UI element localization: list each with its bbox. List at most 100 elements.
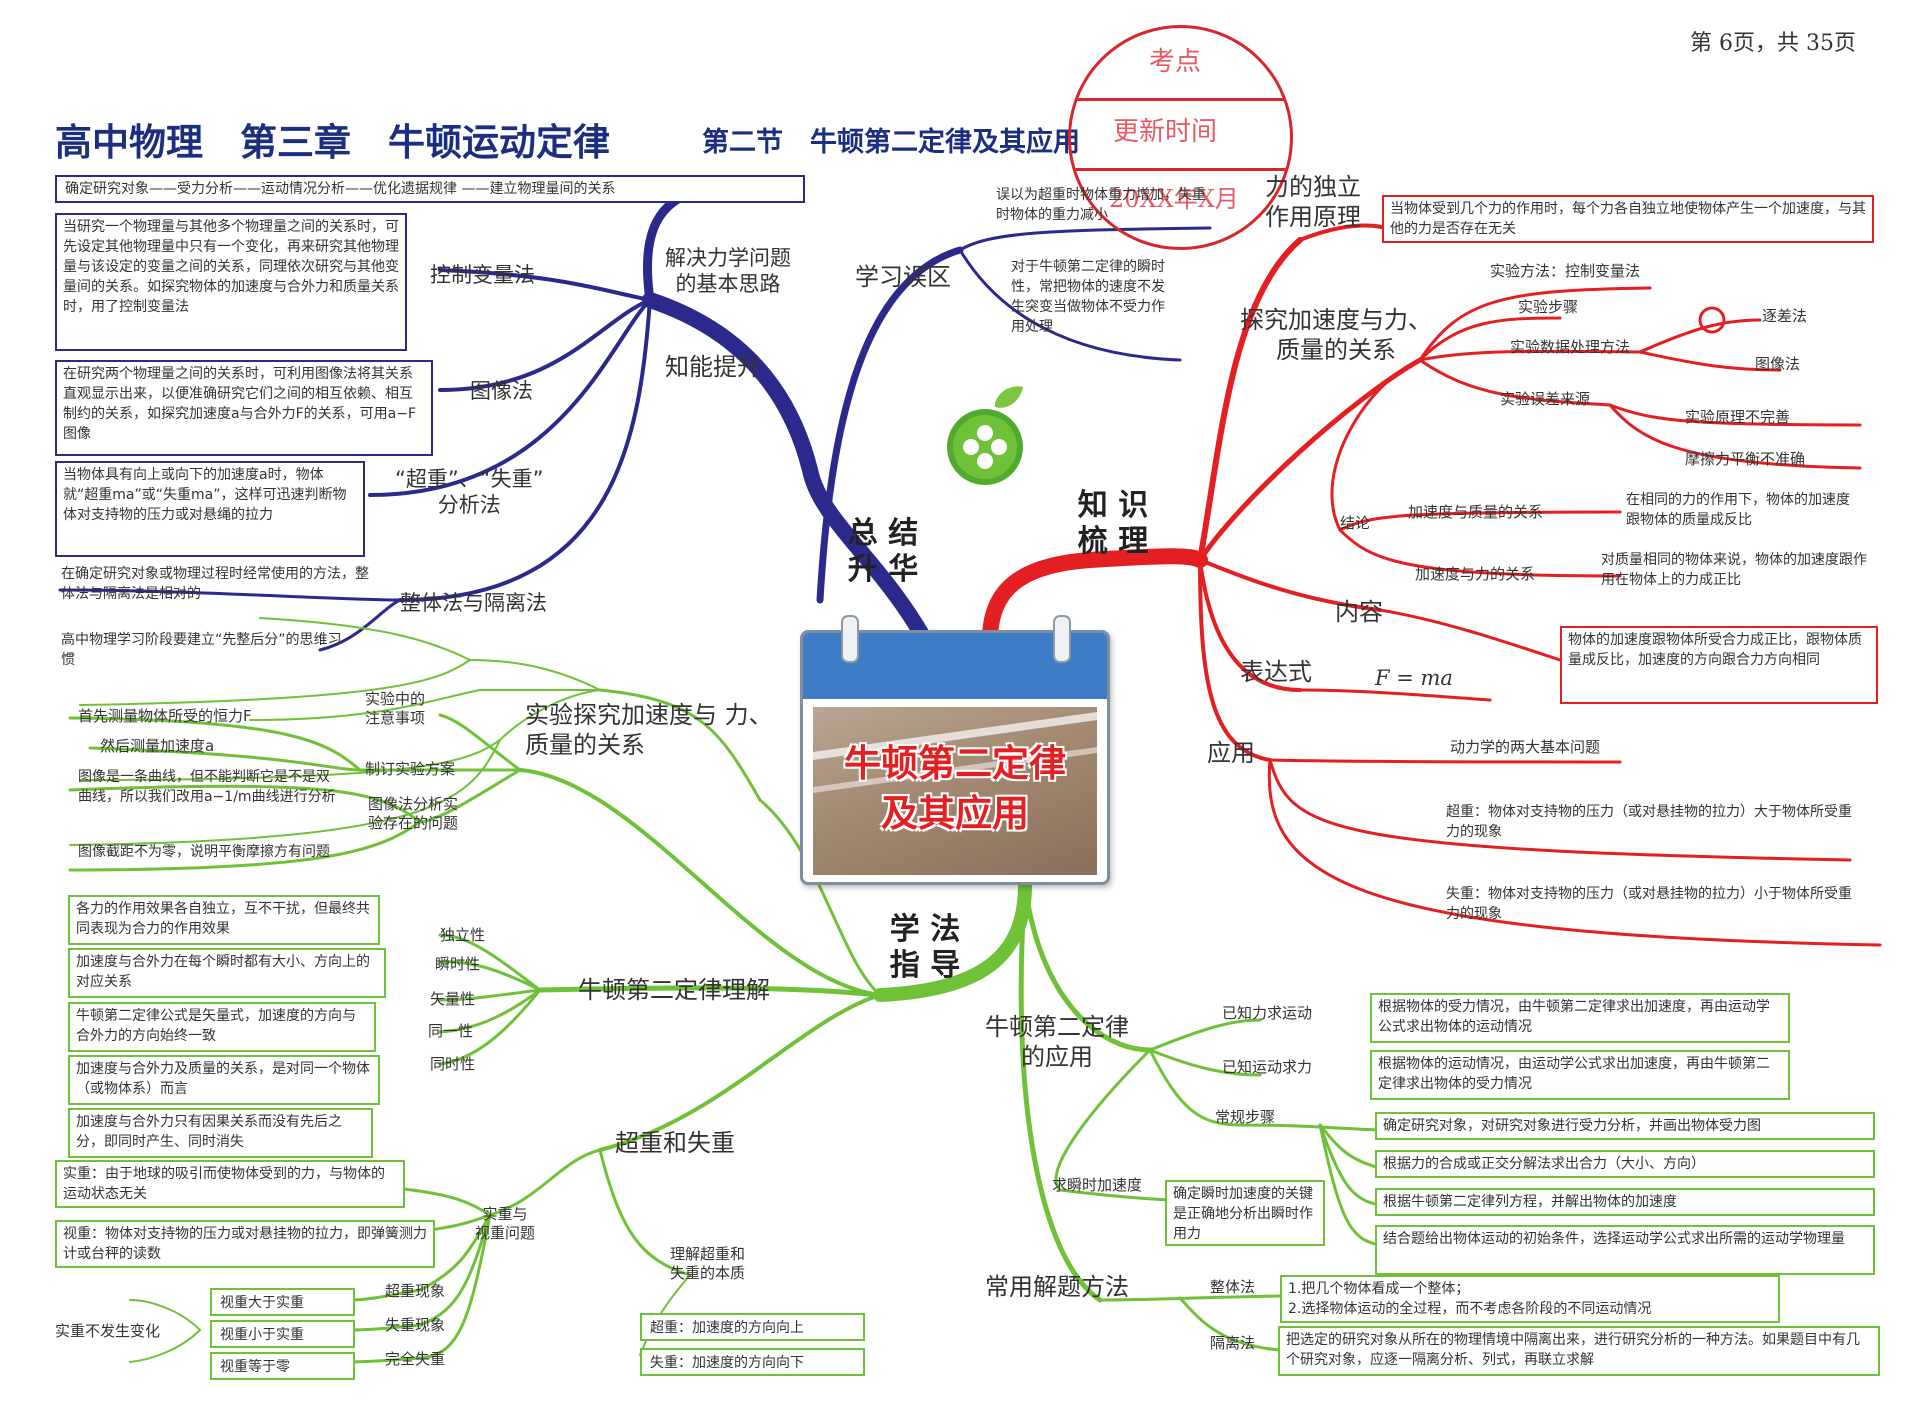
box-gelifa: 把选定的研究对象从所在的物理情境中隔离出来，进行研究分析的一种方法。如果题目中有… xyxy=(1278,1326,1880,1376)
text-yiyundong: 已知运动求力 xyxy=(1222,1058,1313,1076)
page-title: 高中物理 第三章 牛顿运动定律 xyxy=(55,121,610,164)
text-shiyan-fangfa: 实验方法：控制变量法 xyxy=(1490,262,1641,280)
text-tongshi: 同时性 xyxy=(430,1055,476,1073)
text-shixian: 失重现象 xyxy=(385,1316,446,1334)
node-lijie: 牛顿第二定律理解 xyxy=(578,976,770,1004)
text-li-txt: 对质量相同的物体来说，物体的加速度跟作用在物体上的力成正比 xyxy=(1601,552,1867,588)
text-formula: F = ma xyxy=(1375,666,1453,690)
text-shiliang: 矢量性 xyxy=(430,990,476,1008)
four-leaf-clover-icon xyxy=(945,385,1025,490)
box-shiliang: 牛顿第二定律公式是矢量式，加速度的方向与合外力的方向始终一致 xyxy=(68,1002,376,1052)
pill-chao-dir: 超重：加速度的方向向上 xyxy=(640,1313,865,1341)
text-tongyi: 同一性 xyxy=(428,1022,474,1040)
pill-shixiao: 视重小于实重 xyxy=(210,1320,355,1348)
box-yizhili: 根据物体的受力情况，由牛顿第二定律求出加速度，再由运动学公式求出物体的运动情况 xyxy=(1370,993,1790,1043)
text-shishi: 实重与 视重问题 xyxy=(475,1205,536,1242)
box-shizhong: 实重：由于地球的吸引而使物体受到的力，与物体的运动状态无关 xyxy=(55,1160,405,1208)
center-title-2: 及其应用 xyxy=(881,792,1029,835)
text-chaoxian: 超重现象 xyxy=(385,1282,446,1300)
stamp-top-text: 考点 xyxy=(1149,47,1202,77)
text-wuqu-2: 对于牛顿第二定律的瞬时性，常把物体的速度不发生突变当做物体不受力作用处理 xyxy=(1011,259,1165,335)
text-liang-wenti: 动力学的两大基本问题 xyxy=(1450,738,1601,756)
text-yuanli: 实验原理不完善 xyxy=(1685,408,1791,426)
node-yingyong: 应用 xyxy=(1207,739,1255,767)
text-chaozhong-def: 超重：物体对支持物的压力（或对悬挂物的拉力）大于物体所受重力的现象 xyxy=(1446,804,1852,840)
text-zhengti: 在确定研究对象或物理过程时经常使用的方法，整体法与隔离法是相对的 xyxy=(61,566,369,602)
text-shizhong-def: 失重：物体对支持物的压力（或对悬挂物的拉力）小于物体所受重力的现象 xyxy=(1446,886,1852,922)
pill-shiling: 视重等于零 xyxy=(210,1352,355,1380)
node-neirong: 内容 xyxy=(1335,598,1383,626)
node-yingyong-green: 牛顿第二定律 的应用 xyxy=(985,1013,1129,1071)
box-chaozhong: 当物体具有向上或向下的加速度a时，物体就“超重ma”或“失重ma”，这样可迅速判… xyxy=(55,461,365,557)
node-zhineng: 知能提升 xyxy=(665,353,761,381)
text-dulixing: 独立性 xyxy=(440,926,486,944)
text-zhiding: 制订实验方案 xyxy=(365,760,456,778)
text-shuju: 实验数据处理方法 xyxy=(1510,338,1631,356)
center-title-1: 牛顿第二定律 xyxy=(844,742,1066,785)
box-step4: 结合题给出物体运动的初始条件，选择运动学公式求出所需的运动学物理量 xyxy=(1375,1225,1875,1275)
text-jielun: 结论 xyxy=(1340,514,1371,532)
stamp-bottom-text: 20XX年X月 xyxy=(1109,185,1239,213)
branch-label-method: 学 法 指 导 xyxy=(889,912,961,983)
page-number: 第 6页，共 35页 xyxy=(1690,31,1856,56)
text-li-rel: 加速度与力的关系 xyxy=(1415,565,1536,583)
node-tuxiang: 图像法 xyxy=(470,379,533,403)
node-chaoshi: 超重和失重 xyxy=(615,1129,735,1157)
box-shunshi: 加速度与合外力在每个瞬时都有大小、方向上的对应关系 xyxy=(68,948,386,998)
stamp-mid-text: 更新时间 xyxy=(1113,117,1218,147)
branch-label-summary: 总 结 升 华 xyxy=(847,516,919,587)
text-yizhili: 已知力求运动 xyxy=(1222,1004,1313,1022)
text-benzhi: 理解超重和 失重的本质 xyxy=(670,1245,746,1282)
box-duli: 当物体受到几个力的作用时，每个力各自独立地使物体产生一个加速度，与其他的力是否存… xyxy=(1382,195,1874,243)
box-dulixing: 各力的作用效果各自独立，互不干扰，但最终共同表现为合力的作用效果 xyxy=(68,895,380,945)
node-chaozhong: “超重”、“失重” 分析法 xyxy=(395,467,544,518)
text-zhuchafa: 逐差法 xyxy=(1762,307,1808,325)
box-step1: 确定研究对象，对研究对象进行受力分析，并画出物体受力图 xyxy=(1375,1112,1875,1140)
text-mocali: 摩擦力平衡不准确 xyxy=(1685,450,1806,468)
node-zhengti: 整体法与隔离法 xyxy=(400,591,547,615)
text-ranhou: 然后测量加速度a xyxy=(100,737,215,755)
box-step3: 根据牛顿第二定律列方程，并解出物体的加速度 xyxy=(1375,1188,1875,1216)
text-jieju: 图像截距不为零，说明平衡摩擦方有问题 xyxy=(78,844,330,860)
node-wuqu: 学习误区 xyxy=(855,263,951,291)
branch-label-knowledge: 知 识 梳 理 xyxy=(1077,488,1149,559)
pill-shida: 视重大于实重 xyxy=(210,1288,355,1316)
box-tongyi: 加速度与合外力及质量的关系，是对同一个物体（或物体系）而言 xyxy=(68,1055,380,1105)
pill-shi-dir: 失重：加速度的方向向下 xyxy=(640,1348,865,1376)
box-shizhong2: 视重：物体对支持物的压力或对悬挂物的拉力，即弹簧测力计或台秤的读数 xyxy=(55,1220,435,1268)
text-quxian: 图像是一条曲线，但不能判断它是不是双曲线，所以我们改用a−1/m曲线进行分析 xyxy=(78,769,336,805)
node-biaoda: 表达式 xyxy=(1240,658,1312,686)
box-tongshi: 加速度与合外力只有因果关系而没有先后之分，即同时产生、同时消失 xyxy=(68,1108,373,1158)
text-gelifa: 隔离法 xyxy=(1210,1334,1256,1352)
text-shunshi: 瞬时性 xyxy=(435,955,481,973)
box-yiyundong: 根据物体的运动情况，由运动学公式求出加速度，再由牛顿第二定律求出物体的受力情况 xyxy=(1370,1050,1790,1100)
node-kongzhi: 控制变量法 xyxy=(430,263,535,287)
box-zhengtifa: 1.把几个物体看成一个整体； 2.选择物体运动的全过程，而不考虑各阶段的不同运动… xyxy=(1280,1275,1780,1323)
calendar-icon: 牛顿第二定律 及其应用 xyxy=(800,615,1110,885)
text-zhiliang-rel: 加速度与质量的关系 xyxy=(1408,503,1544,521)
text-wucha: 实验误差来源 xyxy=(1500,390,1591,408)
text-zhuyi: 实验中的 注意事项 xyxy=(365,690,426,727)
text-zhiliang-txt: 在相同的力的作用下，物体的加速度跟物体的质量成反比 xyxy=(1626,492,1850,528)
text-celiang: 首先测量物体所受的恒力F xyxy=(78,707,252,725)
text-zhengtifa: 整体法 xyxy=(1210,1278,1256,1296)
box-kongzhi: 当研究一个物理量与其他多个物理量之间的关系时，可先设定其他物理量中只有一个变化，… xyxy=(55,213,407,351)
text-wanquan: 完全失重 xyxy=(385,1350,446,1368)
text-xianzheng: 高中物理学习阶段要建立“先整后分”的思维习惯 xyxy=(61,632,342,668)
text-shiyan-buzhou: 实验步骤 xyxy=(1518,298,1579,316)
stamp-seal: 考点 更新时间 20XX年X月 xyxy=(1068,25,1293,250)
node-duli: 力的独立 作用原理 xyxy=(1265,173,1361,231)
text-tuxiang-wenti: 图像法分析实 验存在的问题 xyxy=(368,795,459,832)
text-tuxiangfa: 图像法 xyxy=(1755,355,1801,373)
section-title: 第二节 牛顿第二定律及其应用 xyxy=(702,127,1080,158)
box-qiushunshi: 确定瞬时加速度的关键是正确地分析出瞬时作用力 xyxy=(1165,1180,1325,1246)
text-changgui: 常规步骤 xyxy=(1215,1108,1276,1126)
box-neirong: 物体的加速度跟物体所受合力成正比，跟物体质量成反比，加速度的方向跟合力方向相同 xyxy=(1560,626,1878,704)
box-tuxiang: 在研究两个物理量之间的关系时，可利用图像法将其关系直观显示出来，以便准确研究它们… xyxy=(55,360,433,456)
text-qiushunshi: 求瞬时加速度 xyxy=(1052,1176,1143,1194)
node-jiejue: 解决力学问题 的基本思路 xyxy=(665,246,791,297)
text-wuqu-1: 误以为超重时物体重力增加，失重时物体的重力减小 xyxy=(996,187,1206,223)
box-step2: 根据力的合成或正交分解法求出合力（大小、方向） xyxy=(1375,1150,1875,1178)
text-shibubian: 实重不发生变化 xyxy=(55,1322,161,1340)
